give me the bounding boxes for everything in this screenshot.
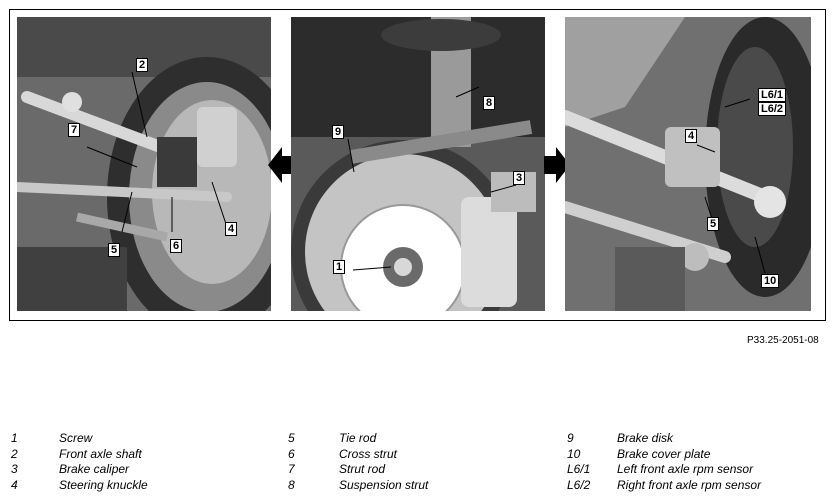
legend-text: Strut rod (339, 462, 386, 476)
callout-8: 8 (483, 96, 496, 110)
legend-item: 1 Screw (11, 431, 271, 447)
legend-text: Brake caliper (59, 462, 130, 476)
arrow-left-icon (268, 147, 294, 183)
legend-item: 3 Brake caliper (11, 462, 271, 478)
legend-item: L6/1 Left front axle rpm sensor (567, 462, 832, 478)
legend-text: Cross strut (339, 446, 398, 461)
callout-10: 10 (761, 274, 780, 288)
legend-number: L6/2 (567, 477, 591, 492)
legend-item: 6 Cross strut (288, 447, 548, 463)
legend-text: Front axle shaft (59, 446, 142, 461)
photo-brake-disk: 8 9 3 1 (291, 17, 545, 311)
legend-number: 8 (288, 477, 295, 492)
legend-item: 2 Front axle shaft (11, 447, 271, 463)
legend-number: 3 (11, 462, 18, 476)
callout-4: 4 (685, 129, 698, 143)
legend-item: 5 Tie rod (288, 431, 548, 447)
legend-number: 5 (288, 431, 295, 445)
callout-l6-2: L6/2 (758, 102, 787, 116)
callout-4: 4 (225, 222, 238, 236)
legend-column-2: 5 Tie rod 6 Cross strut 7 Strut rod 8 Suspen… (288, 431, 548, 493)
legend-text: Brake disk (617, 431, 674, 445)
legend-text: Left front axle rpm sensor (617, 462, 754, 476)
legend-number: 10 (567, 446, 581, 461)
legend-number: 1 (11, 431, 18, 445)
callout-7: 7 (68, 123, 81, 137)
legend-text: Screw (59, 431, 93, 445)
callout-9: 9 (332, 125, 345, 139)
legend-item: 7 Strut rod (288, 462, 548, 478)
legend-text: Steering knuckle (59, 477, 148, 492)
legend-item: 9 Brake disk (567, 431, 832, 447)
legend-item: 4 Steering knuckle (11, 478, 271, 494)
callout-2: 2 (136, 58, 149, 72)
legend-number: 7 (288, 462, 295, 476)
legend-text: Right front axle rpm sensor (617, 477, 762, 492)
photo-suspension-left: 2 7 5 6 4 (17, 17, 271, 311)
callout-l6-1: L6/1 (758, 88, 787, 102)
legend-number: 9 (567, 431, 574, 445)
legend-text: Brake cover plate (617, 446, 711, 461)
legend-number: 6 (288, 446, 295, 461)
callout-5: 5 (707, 217, 720, 231)
figure-reference: P33.25-2051-08 (747, 335, 819, 346)
photo-steering-knuckle: L6/1 L6/2 4 5 10 (565, 17, 811, 311)
legend-text: Suspension strut (339, 477, 429, 492)
legend-column-3: 9 Brake disk 10 Brake cover plate L6/1 Left… (567, 431, 832, 493)
legend-text: Tie rod (339, 431, 377, 445)
legend-item: L6/2 Right front axle rpm sensor (567, 478, 832, 494)
legend-item: 8 Suspension strut (288, 478, 548, 494)
callout-3: 3 (513, 171, 526, 185)
legend-number: 2 (11, 446, 18, 461)
callout-6: 6 (170, 239, 183, 253)
legend-number: 4 (11, 477, 18, 492)
legend-number: L6/1 (567, 462, 591, 476)
callout-1: 1 (333, 260, 346, 274)
legend-item: 10 Brake cover plate (567, 447, 832, 463)
arrow-right-icon (544, 147, 570, 183)
callout-5: 5 (108, 243, 121, 257)
